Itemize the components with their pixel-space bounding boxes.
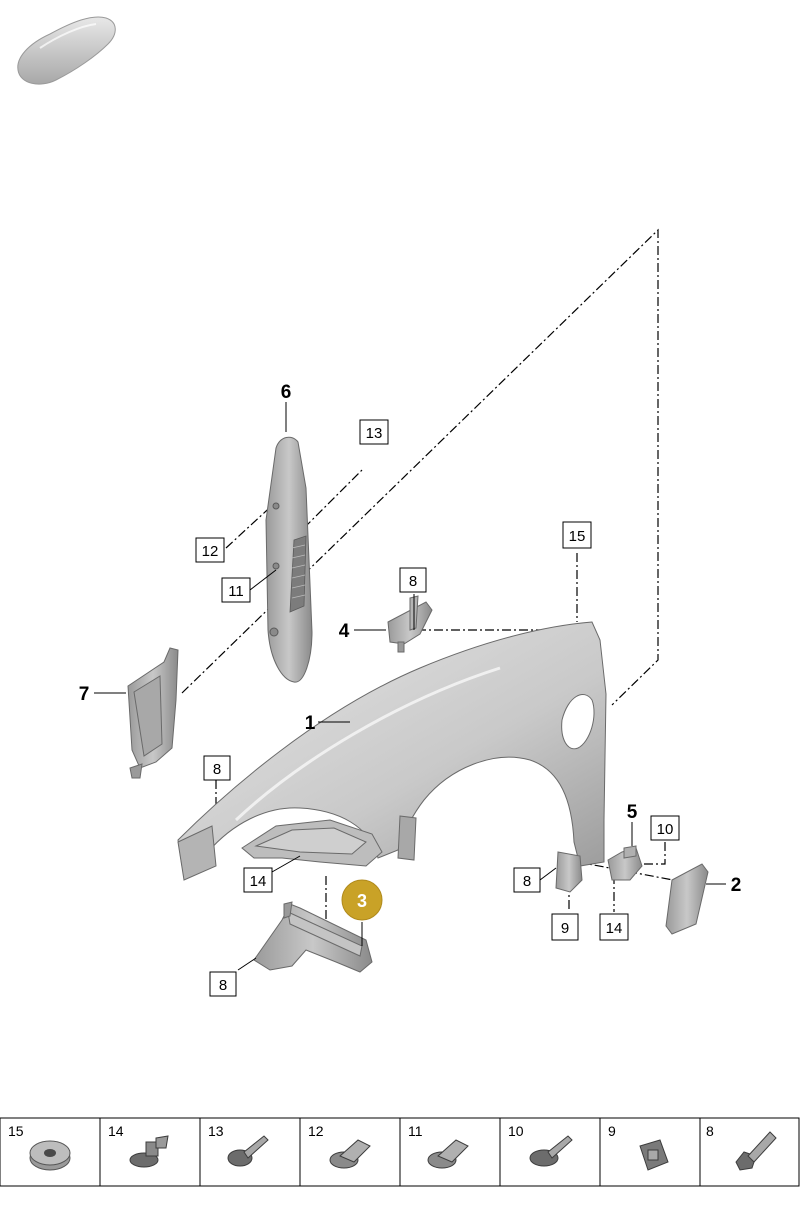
fastener-legend: 15 14 13 12 11 10 9 8 xyxy=(0,1117,800,1187)
clip-nut-icon xyxy=(639,1139,669,1171)
bold-labels: 6 7 4 1 5 2 xyxy=(79,382,742,896)
expansion-nut-icon xyxy=(427,1139,469,1169)
svg-text:14: 14 xyxy=(250,873,267,890)
bracket-5 xyxy=(607,845,643,881)
leader-lines xyxy=(94,402,726,971)
legend-number: 13 xyxy=(208,1123,224,1139)
car-thumbnail-icon xyxy=(17,16,116,85)
trim-panel-7 xyxy=(127,647,179,779)
flange-screw-icon xyxy=(529,1135,573,1167)
bracket-4 xyxy=(387,595,433,653)
svg-text:9: 9 xyxy=(561,920,569,937)
label-fender-1: 1 xyxy=(305,713,316,734)
push-clip-icon xyxy=(129,1135,169,1168)
bracket-3 xyxy=(253,901,373,973)
svg-text:10: 10 xyxy=(657,821,674,838)
label-trim-6: 6 xyxy=(281,382,292,403)
svg-text:11: 11 xyxy=(228,583,244,600)
label-bracket-5: 5 xyxy=(627,802,638,823)
svg-text:15: 15 xyxy=(569,528,586,545)
svg-text:12: 12 xyxy=(202,543,219,560)
legend-number: 10 xyxy=(508,1123,524,1139)
svg-text:3: 3 xyxy=(357,891,367,911)
svg-text:8: 8 xyxy=(409,573,417,590)
highlight-badge-3[interactable]: 3 xyxy=(341,879,383,921)
trim-panel-6 xyxy=(265,436,313,683)
cover-2 xyxy=(665,863,709,935)
legend-number: 8 xyxy=(706,1123,714,1139)
svg-text:8: 8 xyxy=(523,873,531,890)
callout-8-right: 8 xyxy=(513,867,541,893)
legend-number: 9 xyxy=(608,1123,616,1139)
svg-text:13: 13 xyxy=(366,425,383,442)
callout-8-top: 8 xyxy=(399,567,427,593)
callout-14-right: 14 xyxy=(599,913,629,941)
callout-8-bottom: 8 xyxy=(209,971,237,997)
fender-1 xyxy=(177,621,607,881)
hinge-9 xyxy=(555,851,583,893)
washer-icon xyxy=(29,1140,71,1171)
expansion-nut-icon xyxy=(329,1139,371,1169)
svg-text:8: 8 xyxy=(213,761,221,778)
legend-number: 15 xyxy=(8,1123,24,1139)
callout-10: 10 xyxy=(650,815,680,841)
legend-number: 11 xyxy=(408,1123,423,1139)
label-bracket-4: 4 xyxy=(339,621,350,642)
legend-number: 12 xyxy=(308,1123,324,1139)
connection-lines xyxy=(181,228,695,930)
svg-text:8: 8 xyxy=(219,977,227,994)
callout-13: 13 xyxy=(359,419,389,445)
legend-cell-8[interactable] xyxy=(699,1117,800,1187)
hex-bolt-icon xyxy=(735,1131,777,1171)
callout-11: 11 xyxy=(221,569,277,603)
label-cover-2: 2 xyxy=(731,875,742,896)
legend-number: 14 xyxy=(108,1123,124,1139)
callout-12: 12 xyxy=(195,537,225,563)
label-trim-7: 7 xyxy=(79,684,90,705)
svg-text:14: 14 xyxy=(606,920,623,937)
callout-14-left: 14 xyxy=(243,867,273,893)
callout-9: 9 xyxy=(551,913,579,941)
screw-icon xyxy=(227,1135,269,1167)
callout-15: 15 xyxy=(562,521,592,549)
callout-8-left: 8 xyxy=(203,755,231,781)
